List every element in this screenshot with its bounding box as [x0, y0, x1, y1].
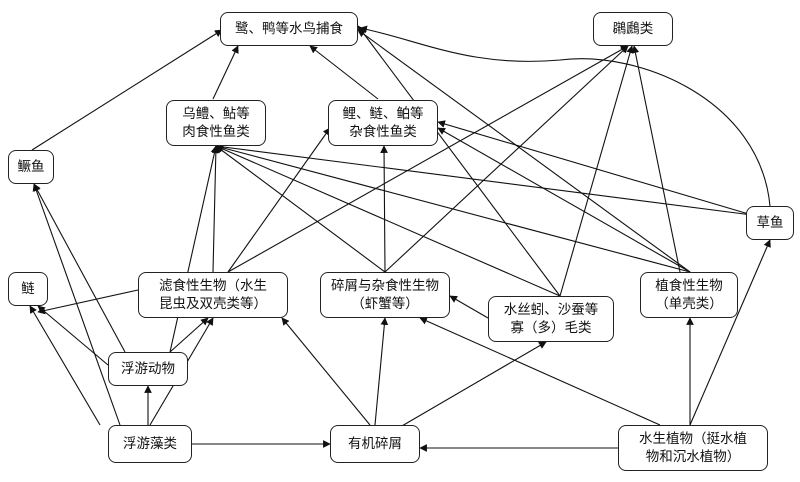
arrow-18: [357, 25, 561, 297]
arrow-17: [357, 29, 691, 273]
node-phyto: 浮游藻类: [108, 425, 192, 463]
node-grasscarp: 草鱼: [746, 206, 794, 240]
node-grebe: 鸊鷉类: [593, 12, 673, 46]
node-snakehead: 乌鳢、鲇等 肉食性鱼类: [166, 100, 266, 146]
arrow-12: [437, 127, 691, 273]
arrow-26: [394, 341, 547, 431]
arrow-14: [384, 45, 629, 273]
arrow-2: [31, 29, 223, 151]
arrow-21: [169, 317, 209, 353]
arrow-23: [374, 317, 389, 426]
node-worm: 水丝蚓、沙蚕等 寡（多）毛类: [488, 296, 614, 342]
arrow-6: [215, 145, 386, 273]
arrow-0: [212, 45, 239, 100]
node-detritus: 有机碎屑: [330, 425, 420, 463]
arrow-1: [309, 45, 379, 100]
arrow-11: [437, 120, 753, 216]
arrow-22: [281, 317, 371, 426]
node-zooplankton: 浮游动物: [108, 352, 188, 386]
arrow-10: [380, 145, 388, 273]
arrow-7: [215, 145, 561, 297]
arrow-19: [689, 239, 771, 426]
node-herbivore: 植食性生物 （单壳类）: [640, 272, 738, 318]
node-carp: 鲤、鲢、鲌等 杂食性鱼类: [328, 100, 438, 146]
arrow-24: [449, 295, 489, 319]
arrow-13: [227, 45, 629, 273]
arrow-9: [227, 127, 331, 273]
arrow-30: [37, 305, 109, 366]
arrow-curve: [359, 25, 771, 207]
node-macrophyte: 水生植物（挺水植 物和沉水植物）: [618, 425, 768, 471]
node-detritivore: 碎屑与杂食性生物 （虾蟹等）: [320, 272, 450, 318]
arrow-16: [631, 45, 681, 273]
node-silver: 鲢: [8, 272, 48, 306]
arrow-32: [32, 183, 121, 426]
arrow-15: [559, 45, 634, 297]
node-mandarin: 鳜鱼: [8, 150, 54, 184]
node-egret: 鹭、鸭等水鸟捕食: [220, 12, 358, 46]
arrow-25: [419, 317, 661, 426]
arrow-31: [37, 289, 139, 315]
arrow-8: [169, 145, 219, 353]
arrow-29: [29, 305, 101, 426]
node-filter: 滤食性生物（水生 昆虫及双壳类等）: [138, 272, 288, 318]
arrow-3: [211, 145, 220, 273]
arrow-33: [33, 183, 126, 353]
